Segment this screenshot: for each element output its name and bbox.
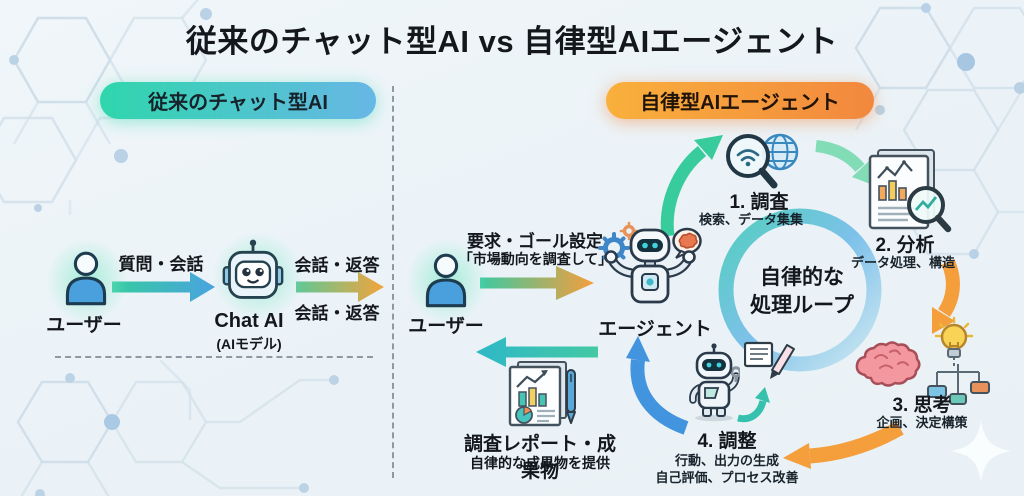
user-label: ユーザー — [46, 315, 122, 336]
agent-robot-icon — [598, 221, 702, 304]
step2-subtitle: データ処理、構造 — [850, 255, 955, 270]
arrow-step4-to-agent — [626, 336, 689, 435]
vertical-divider — [392, 86, 394, 478]
robot-writing-icon — [689, 343, 740, 422]
arrow-step2-to-step3 — [932, 259, 960, 334]
arrow-loop-to-report — [476, 337, 598, 367]
badge-agent-label: 自律型AIエージェント — [640, 92, 840, 114]
arrow-reply-label-bottom: 会話・返答 — [294, 304, 380, 323]
hexagon-decoration-bottom-left — [16, 360, 339, 496]
hexagon-decoration-top-left — [0, 0, 212, 215]
page-title: 従来のチャット型AI vs 自律型AIエージェント — [185, 24, 839, 59]
loop-center-label: 自律的な 処理ループ — [722, 264, 882, 320]
chat-ai-sublabel: (AIモデル) — [216, 336, 282, 352]
report-document-pen-icon — [508, 361, 576, 427]
agent-label: エージェント — [598, 319, 712, 340]
arrow-reply-label-top: 会話・返答 — [294, 256, 380, 275]
arrow-step1-to-step2 — [815, 140, 873, 185]
request-title: 要求・ゴール設定 — [467, 232, 603, 251]
user-icon — [425, 253, 467, 308]
step1-subtitle: 検索、データ集集 — [698, 212, 803, 227]
step3-title: 3. 思考 — [892, 395, 952, 416]
memo-pencil-icon — [744, 341, 795, 379]
horizontal-divider — [55, 356, 373, 358]
arrow-reply — [296, 272, 384, 302]
chat-robot-icon — [222, 239, 284, 299]
step1-title: 1. 調査 — [729, 192, 789, 213]
brain-icon — [855, 341, 921, 387]
output-title: 調査レポート・成果物 — [463, 434, 616, 482]
step4-subtitle-line2: 自己評価、プロセス改善 — [655, 470, 799, 485]
user-label: ユーザー — [408, 316, 484, 337]
arrow-step3-to-step4 — [783, 421, 904, 469]
loop-ring — [718, 208, 882, 372]
badge-chat-ai: 従来のチャット型AI — [100, 82, 376, 119]
loop-center-line2: 処理ループ — [750, 294, 854, 317]
chat-ai-label: Chat AI — [214, 310, 284, 332]
document-chart-magnifier-icon — [868, 149, 952, 233]
user-icon — [65, 251, 107, 306]
arrow-question-label: 質問・会話 — [118, 255, 204, 274]
output-subtitle: 自律的な成果物を提供 — [470, 455, 610, 471]
sparkle-icon — [951, 421, 1011, 481]
step2-title: 2. 分析 — [875, 235, 935, 256]
lightbulb-icon — [934, 316, 974, 366]
request-quote: 「市場動向を調査して」 — [458, 251, 613, 267]
magnifier-globe-icon — [726, 133, 799, 189]
arrow-request — [480, 266, 594, 300]
badge-chat-ai-label: 従来のチャット型AI — [148, 92, 328, 114]
step3-subtitle: 企画、決定構策 — [876, 415, 968, 430]
badge-agent: 自律型AIエージェント — [606, 82, 874, 119]
step4-subtitle-line1: 行動、出力の生成 — [674, 453, 779, 468]
arrow-adjust-swoosh — [737, 387, 770, 423]
arrow-agent-to-step1 — [660, 135, 723, 237]
loop-center-line1: 自律的な — [760, 266, 844, 289]
arrow-question — [112, 272, 215, 302]
step4-title: 4. 調整 — [697, 431, 757, 452]
flowchart-icon — [927, 364, 990, 405]
